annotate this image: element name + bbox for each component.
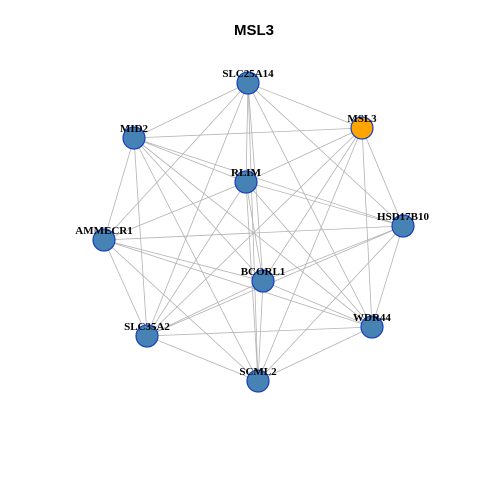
node-mid2[interactable]: MID2 <box>120 123 149 150</box>
node-circle[interactable] <box>246 369 270 393</box>
node-bcorl1[interactable]: BCORL1 <box>241 266 286 293</box>
node-rlim[interactable]: RLIM <box>231 167 262 194</box>
edge-mid2-rlim <box>133 137 247 183</box>
node-circle[interactable] <box>236 71 260 95</box>
node-circle[interactable] <box>350 116 374 140</box>
edge-msl3-scml2 <box>257 127 363 382</box>
node-circle[interactable] <box>92 228 116 252</box>
edge-mid2-slc35a2 <box>133 137 148 337</box>
edge-rlim-hsd17b10 <box>245 181 404 227</box>
node-label: RLIM <box>231 167 262 179</box>
node-label: SLC35A2 <box>124 321 170 333</box>
graph-title: MSL3 <box>234 22 274 39</box>
node-circle[interactable] <box>251 269 275 293</box>
node-label: WDR44 <box>353 312 391 324</box>
edge-slc35a2-wdr44 <box>146 326 373 337</box>
edge-bcorl1-wdr44 <box>262 280 373 328</box>
edge-ammecr1-wdr44 <box>103 239 373 328</box>
edge-hsd17b10-bcorl1 <box>262 225 404 282</box>
edge-mid2-bcorl1 <box>133 137 264 282</box>
edge-slc25a14-mid2 <box>133 82 249 139</box>
edge-rlim-bcorl1 <box>245 181 264 282</box>
node-wdr44[interactable]: WDR44 <box>353 312 391 339</box>
edge-msl3-bcorl1 <box>262 127 363 282</box>
edge-wdr44-scml2 <box>257 326 373 382</box>
edge-slc25a14-slc35a2 <box>146 82 249 337</box>
edge-msl3-rlim <box>245 127 363 183</box>
edge-rlim-wdr44 <box>245 181 373 328</box>
node-msl3[interactable]: MSL3 <box>347 113 377 140</box>
edge-slc25a14-wdr44 <box>247 82 373 328</box>
edge-bcorl1-slc35a2 <box>146 280 264 337</box>
node-label: SCML2 <box>239 366 277 378</box>
node-slc25a14[interactable]: SLC25A14 <box>222 68 274 95</box>
node-slc35a2[interactable]: SLC35A2 <box>124 321 170 348</box>
node-circle[interactable] <box>122 126 146 150</box>
edge-mid2-hsd17b10 <box>133 137 404 227</box>
edge-hsd17b10-scml2 <box>257 225 404 382</box>
node-ammecr1[interactable]: AMMECR1 <box>75 225 133 252</box>
node-label: HSD17B10 <box>377 211 429 223</box>
edge-rlim-slc35a2 <box>146 181 247 337</box>
edge-mid2-ammecr1 <box>103 137 135 241</box>
edge-bcorl1-scml2 <box>257 280 264 382</box>
edge-ammecr1-bcorl1 <box>103 239 264 282</box>
edge-msl3-hsd17b10 <box>361 127 404 227</box>
node-circle[interactable] <box>360 315 384 339</box>
node-label: MSL3 <box>347 113 377 125</box>
node-label: BCORL1 <box>241 266 286 278</box>
node-hsd17b10[interactable]: HSD17B10 <box>377 211 429 238</box>
edges-layer <box>103 82 404 382</box>
node-label: AMMECR1 <box>75 225 132 237</box>
edge-ammecr1-slc35a2 <box>103 239 148 337</box>
node-scml2[interactable]: SCML2 <box>239 366 277 393</box>
edge-slc25a14-ammecr1 <box>103 82 249 241</box>
edge-rlim-ammecr1 <box>103 181 247 241</box>
node-label: SLC25A14 <box>222 68 274 80</box>
node-circle[interactable] <box>234 170 258 194</box>
node-label: MID2 <box>120 123 149 135</box>
edge-slc35a2-scml2 <box>146 335 259 382</box>
node-circle[interactable] <box>391 214 415 238</box>
edge-msl3-mid2 <box>133 127 363 139</box>
edge-hsd17b10-ammecr1 <box>103 225 404 241</box>
edge-ammecr1-scml2 <box>103 239 259 382</box>
edge-hsd17b10-wdr44 <box>371 225 404 328</box>
edge-mid2-wdr44 <box>133 137 373 328</box>
node-circle[interactable] <box>135 324 159 348</box>
edge-slc25a14-hsd17b10 <box>247 82 404 227</box>
edge-slc25a14-rlim <box>245 82 249 183</box>
edge-slc25a14-msl3 <box>247 82 363 129</box>
edge-hsd17b10-slc35a2 <box>146 225 404 337</box>
